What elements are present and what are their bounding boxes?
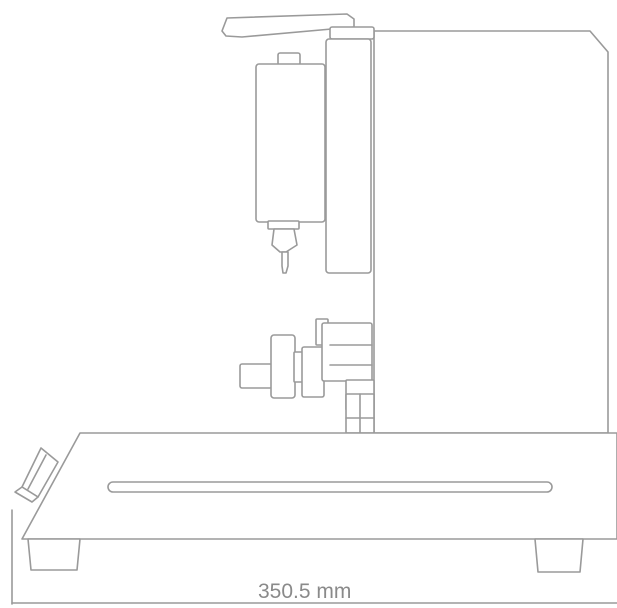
spindle-collet	[271, 228, 298, 253]
machine-column	[373, 30, 609, 434]
spindle-collar	[267, 220, 300, 230]
spindle-cap-block	[329, 26, 375, 40]
clamp-housing	[321, 322, 373, 382]
spindle-motor	[255, 63, 326, 223]
spindle-top-cap	[221, 13, 355, 38]
base-slot	[107, 481, 553, 493]
clamp-knob	[239, 363, 273, 389]
base-side-knob	[14, 447, 59, 503]
dimension-label: 350.5 mm	[258, 580, 351, 603]
right-foot	[534, 538, 584, 573]
base-platform	[21, 432, 617, 540]
clamp-handwheel	[270, 334, 296, 399]
engraving-bit	[281, 251, 289, 274]
left-foot	[27, 538, 81, 571]
clamp-block	[301, 346, 325, 398]
z-axis-carriage	[325, 38, 372, 274]
